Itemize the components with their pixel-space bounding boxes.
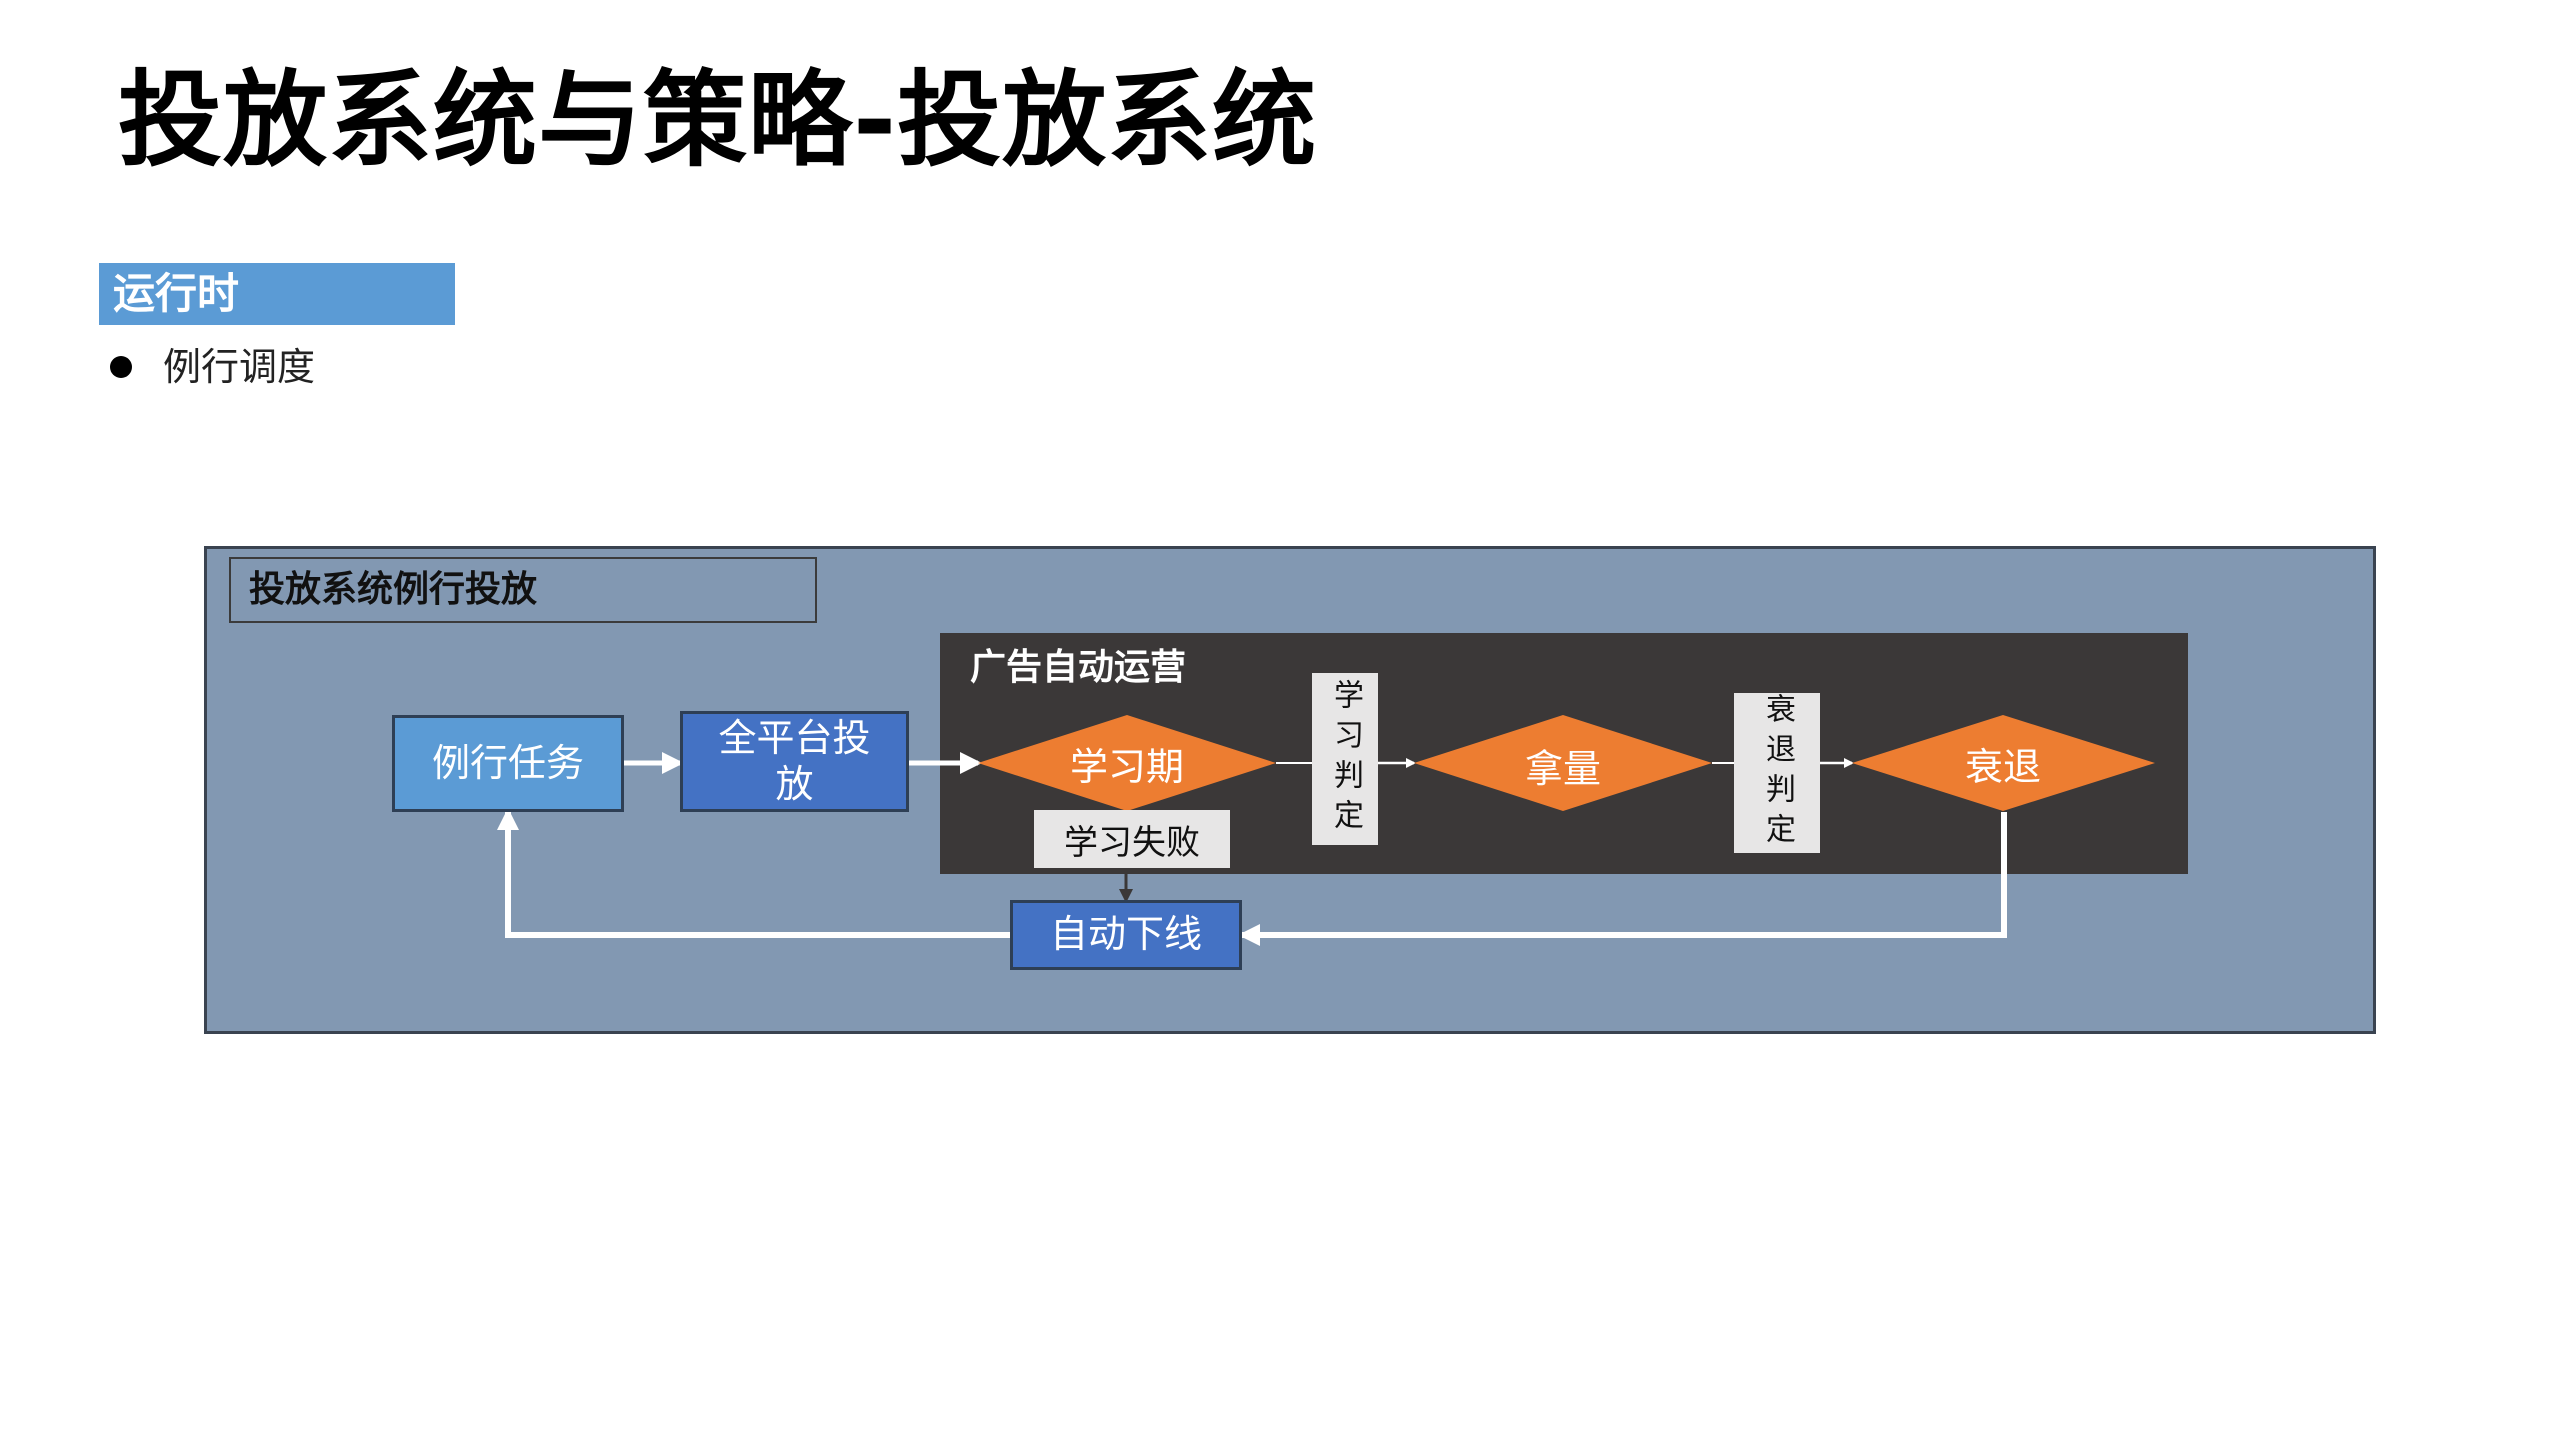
- auto-offline-label: 自动下线: [1049, 912, 1202, 957]
- auto-offline-box: 自动下线: [1010, 900, 1242, 970]
- page-title: 投放系统与策略-投放系统: [118, 59, 1318, 181]
- decline-judgement-box: 衰退判定: [1734, 693, 1820, 853]
- all-platform-label: 全平台投放: [718, 715, 871, 806]
- volume-label: 拿量: [1524, 746, 1601, 791]
- section-tag: 运行时: [99, 263, 455, 325]
- learning-failed-box: 学习失败: [1034, 810, 1230, 868]
- learning-period-label: 学习期: [1069, 744, 1184, 789]
- bullet-dot: [110, 356, 132, 378]
- decline-diamond: [1852, 715, 2155, 811]
- learning-judgement-box: 学习判定: [1312, 673, 1378, 845]
- bullet-text: 例行调度: [163, 345, 316, 389]
- arrow-decline-to-offline: [1238, 812, 2007, 946]
- learning-period-diamond: [978, 715, 1276, 811]
- learning-failed-label: 学习失败: [1064, 822, 1200, 863]
- arrow-offline-to-task: [497, 808, 1010, 938]
- auto-ops-label: 广告自动运营: [970, 647, 1187, 688]
- diagram-title: 投放系统例行投放: [229, 557, 817, 623]
- routine-task-label: 例行任务: [431, 740, 584, 785]
- decline-judgement-label: 衰退判定: [1760, 693, 1795, 853]
- all-platform-box: 全平台投放: [680, 711, 909, 812]
- routine-task-box: 例行任务: [392, 715, 624, 812]
- volume-diamond: [1414, 715, 1712, 811]
- learning-judgement-label: 学习判定: [1328, 679, 1363, 839]
- decline-label: 衰退: [1964, 744, 2041, 789]
